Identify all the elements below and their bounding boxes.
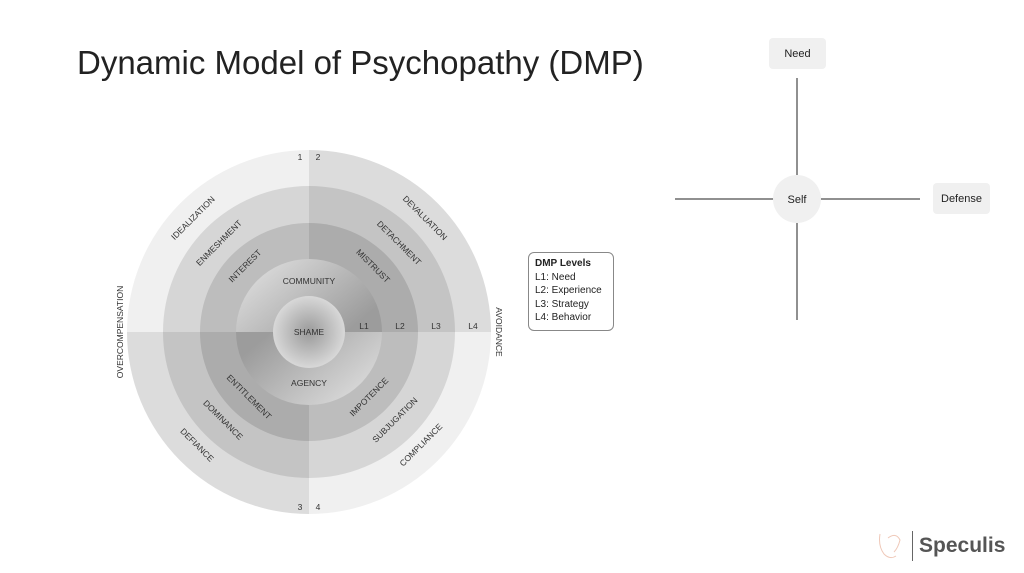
slide-title: Dynamic Model of Psychopathy (DMP) bbox=[77, 44, 644, 81]
quadrant-number: 3 bbox=[298, 502, 303, 512]
face-outline-icon bbox=[879, 533, 901, 559]
center-label: SHAME bbox=[294, 327, 325, 337]
need-label: Need bbox=[784, 47, 811, 60]
quadrant-number: 1 bbox=[298, 152, 303, 162]
defense-node: Defense bbox=[933, 183, 990, 214]
need-node: Need bbox=[769, 38, 826, 69]
level-marker: L1 bbox=[359, 321, 369, 331]
outer-label-avoidance: AVOIDANCE bbox=[494, 307, 504, 357]
legend-item: L4: Behavior bbox=[535, 312, 592, 323]
l1-community-ring bbox=[236, 259, 382, 332]
quadrant-number: 2 bbox=[316, 152, 321, 162]
shame-core bbox=[273, 296, 345, 368]
legend-title: DMP Levels bbox=[535, 258, 591, 269]
speculis-logo: Speculis bbox=[874, 530, 1005, 562]
quadrant-number: 4 bbox=[316, 502, 321, 512]
outer-label-overcompensation: OVERCOMPENSATION bbox=[115, 286, 125, 378]
legend-item: L2: Experience bbox=[535, 285, 602, 296]
legend-item: L1: Need bbox=[535, 271, 576, 283]
level-marker: L2 bbox=[395, 321, 405, 331]
legend-item: L3: Strategy bbox=[535, 298, 589, 310]
self-node bbox=[773, 175, 821, 223]
l1-label: COMMUNITY bbox=[283, 276, 336, 286]
brand-name: Speculis bbox=[919, 534, 1006, 557]
level-marker: L4 bbox=[468, 321, 478, 331]
dmp-levels-legend: DMP Levels L1: Need L2: Experience L3: S… bbox=[528, 252, 614, 331]
l1-agency-ring bbox=[236, 332, 382, 405]
self-label: Self bbox=[788, 194, 808, 206]
defense-label: Defense bbox=[941, 192, 982, 205]
l1-label: AGENCY bbox=[291, 378, 327, 388]
level-marker: L3 bbox=[431, 321, 441, 331]
